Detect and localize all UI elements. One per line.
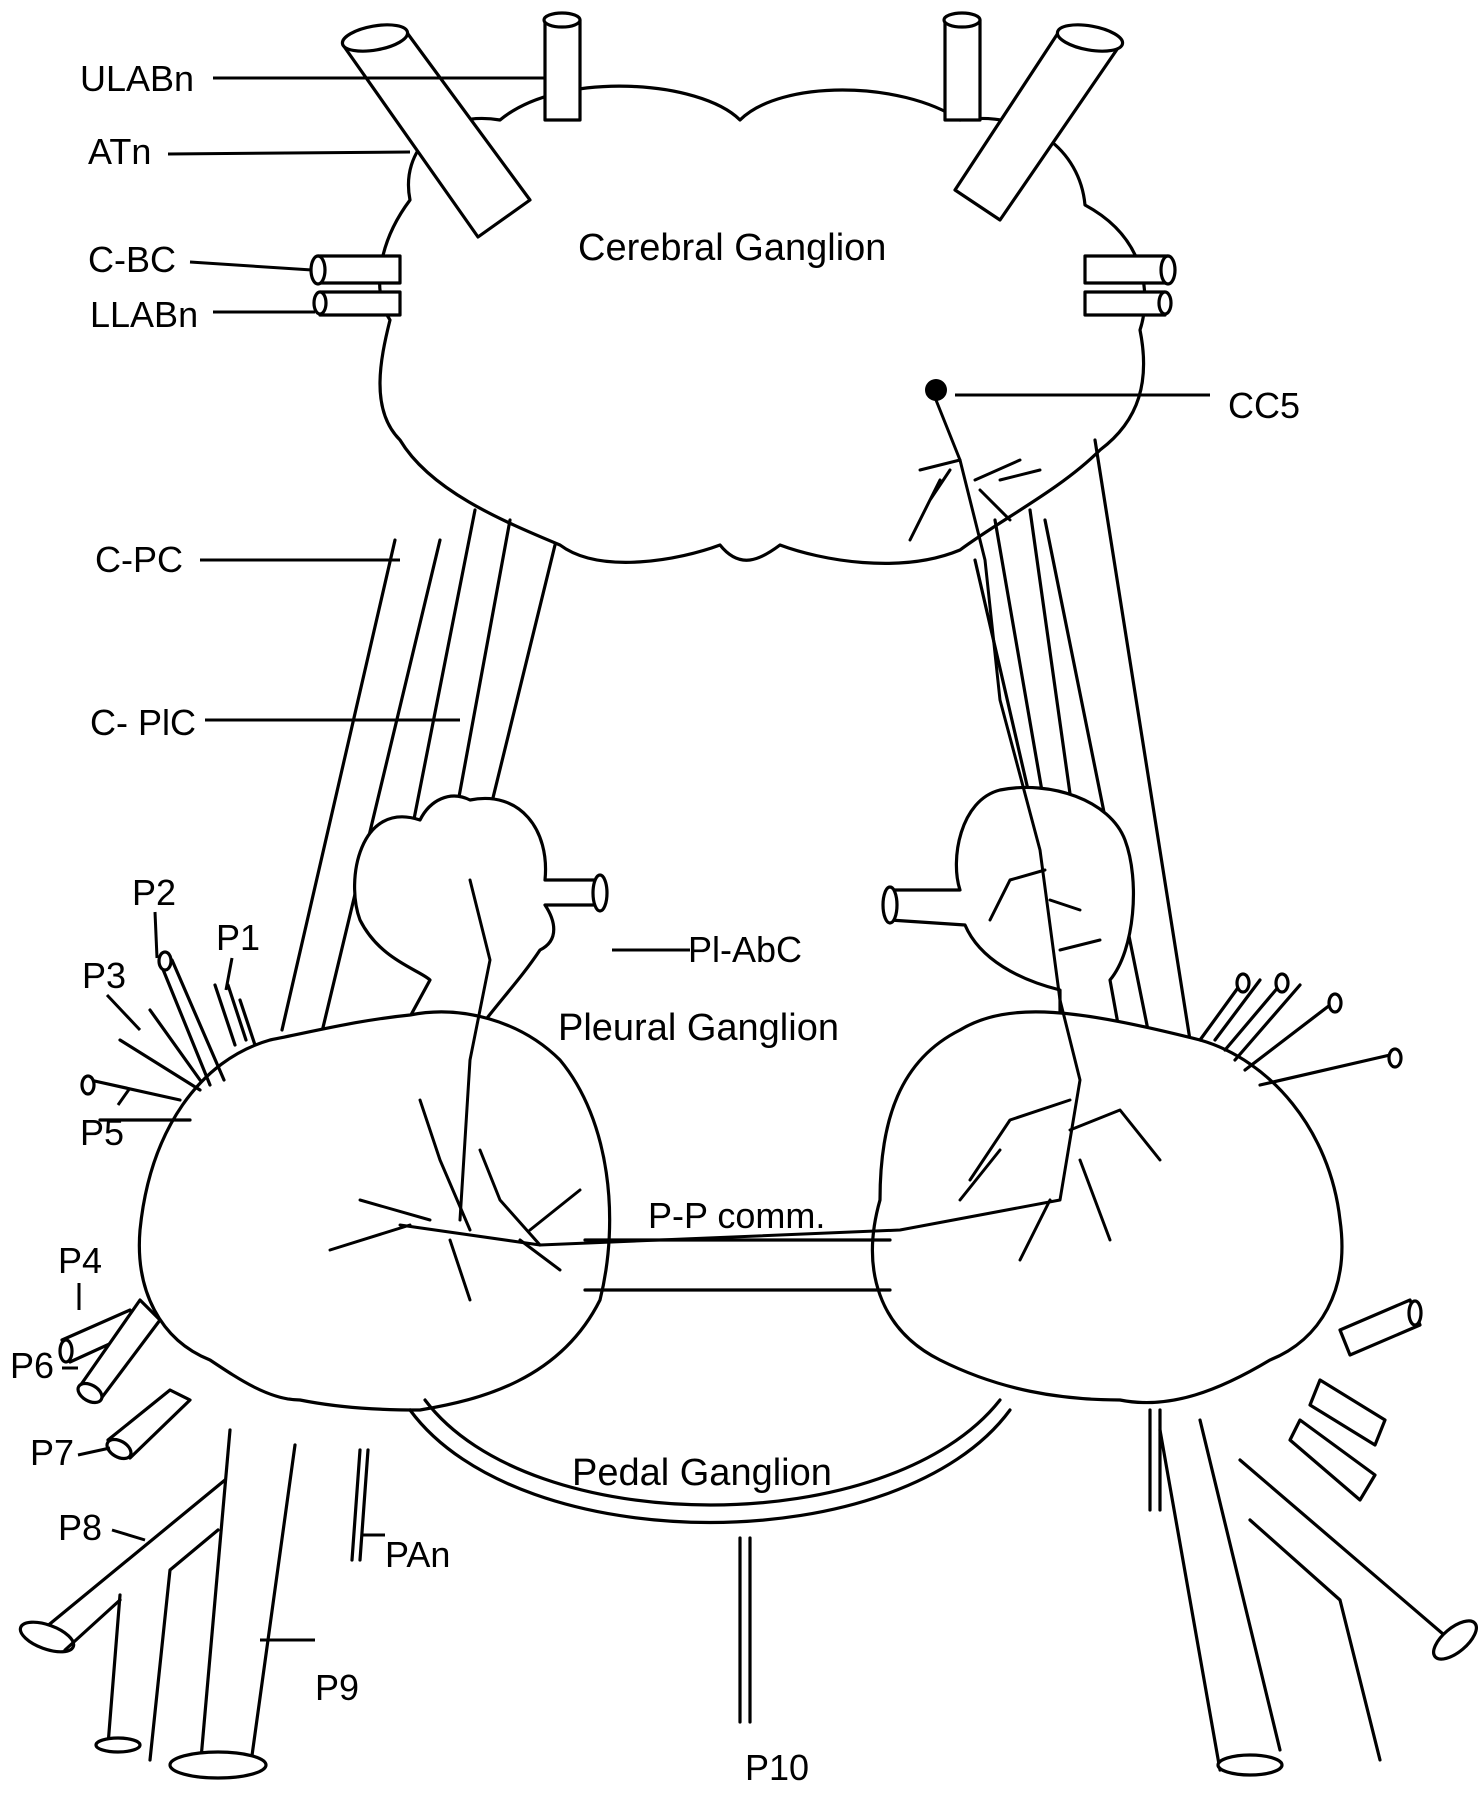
connective-cpc-left — [280, 538, 442, 1042]
cerebral-ganglion-label: Cerebral Ganglion — [578, 227, 886, 269]
label-p4: P4 — [58, 1240, 102, 1281]
pp-comm-label: P-P comm. — [648, 1195, 825, 1236]
pleural-ganglion-label: Pleural Ganglion — [558, 1007, 839, 1049]
label-p6: P6 — [10, 1345, 54, 1386]
nerve-plabc-right — [881, 885, 899, 925]
label-atn: ATn — [88, 131, 151, 172]
cc5-soma — [925, 379, 947, 401]
nerve-atn-right — [953, 23, 1125, 222]
label-p10: P10 — [745, 1747, 809, 1788]
pedal-ganglion-left — [137, 1010, 612, 1412]
nerve-plabc-left — [591, 873, 609, 913]
nerve-pan — [350, 1448, 370, 1562]
nerve-cbc-right — [1083, 254, 1177, 317]
nerve-ulabn-right — [942, 11, 982, 122]
pedal-nerves-left-p8-p9 — [18, 1428, 297, 1780]
pleural-ganglion-right — [888, 785, 1136, 1052]
nerve-p10 — [738, 1536, 752, 1724]
pedal-ganglion-right — [870, 1010, 1344, 1405]
label-cc5: CC5 — [1228, 385, 1300, 426]
pp-commissure — [583, 1238, 892, 1292]
label-pan: PAn — [385, 1534, 450, 1575]
pedal-commissure — [408, 1408, 1012, 1525]
label-plabc: Pl-AbC — [688, 929, 802, 970]
label-p1: P1 — [216, 917, 260, 958]
pedal-nerves-right — [1148, 972, 1478, 1777]
pedal-ganglion-label: Pedal Ganglion — [572, 1452, 832, 1494]
label-ulabn: ULABn — [80, 58, 194, 99]
label-p5: P5 — [80, 1112, 124, 1153]
label-p2: P2 — [132, 872, 176, 913]
label-p9: P9 — [315, 1667, 359, 1708]
neuron-cc5 — [328, 379, 1162, 1302]
connective-cpc-right — [1043, 438, 1192, 1042]
nerve-cbc-left — [309, 254, 402, 317]
pleural-ganglion-left — [353, 794, 602, 1042]
nerve-ulabn-left — [542, 11, 582, 122]
label-p7: P7 — [30, 1432, 74, 1473]
pedal-nerves-left-upper — [80, 950, 257, 1122]
label-p8: P8 — [58, 1507, 102, 1548]
label-p3: P3 — [82, 955, 126, 996]
pedal-nerves-left-lower — [58, 1298, 192, 1461]
label-cpc: C-PC — [95, 539, 183, 580]
label-llabn: LLABn — [90, 294, 198, 335]
nerve-atn-left — [340, 23, 532, 239]
label-cplc: C- PlC — [90, 702, 196, 743]
label-cbc: C-BC — [88, 239, 176, 280]
